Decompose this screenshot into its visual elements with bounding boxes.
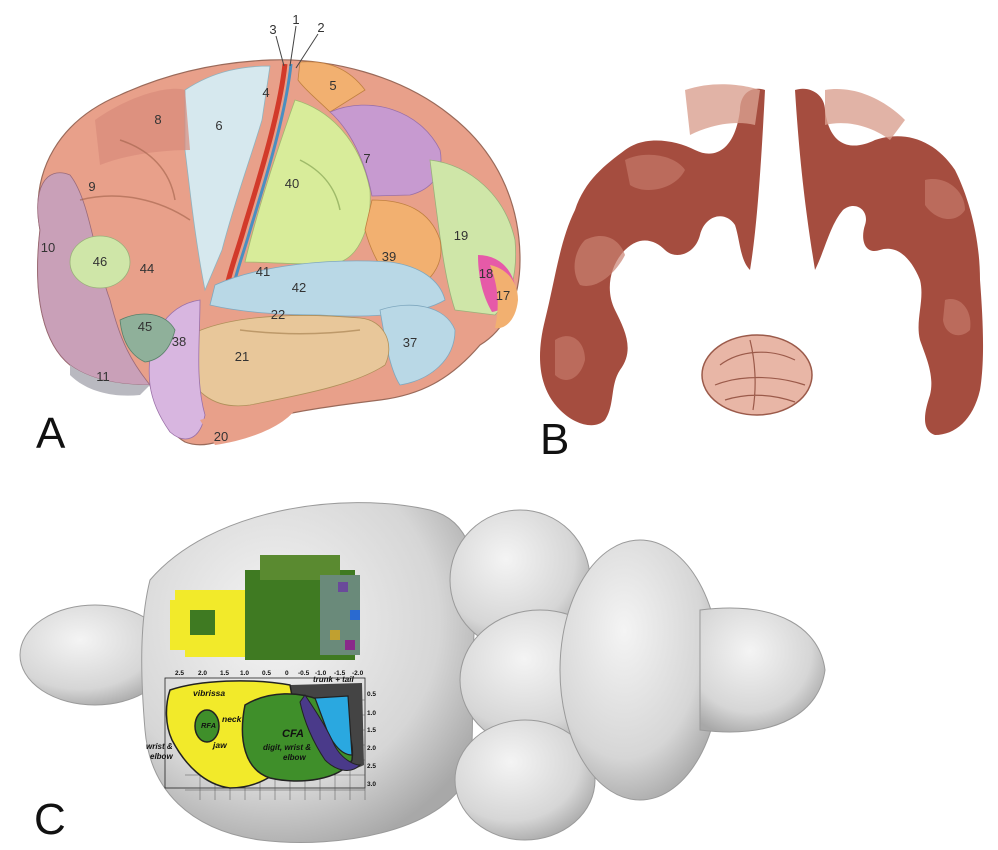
area-label-3: 3 bbox=[269, 22, 276, 37]
x-tick: -1.5 bbox=[334, 670, 346, 677]
x-tick: 1.0 bbox=[240, 670, 249, 677]
x-tick: 1.5 bbox=[220, 670, 229, 677]
y-tick: 2.5 bbox=[367, 763, 376, 770]
area-label-44: 44 bbox=[140, 261, 154, 276]
brodmann-brain-illustration: 1 2 3 4 5 6 7 8 9 10 11 17 18 19 20 21 2… bbox=[0, 0, 525, 470]
panel-label-b: B bbox=[540, 418, 569, 462]
area-label-37: 37 bbox=[403, 335, 417, 350]
label-cfa-sub: digit, wrist & bbox=[263, 743, 311, 752]
area-label-21: 21 bbox=[235, 349, 249, 364]
label-wrist-elbow-2: elbow bbox=[150, 752, 173, 761]
area-label-18: 18 bbox=[479, 266, 493, 281]
area-label-6: 6 bbox=[215, 118, 222, 133]
area-label-38: 38 bbox=[172, 334, 186, 349]
area-label-10: 10 bbox=[41, 240, 55, 255]
x-tick: -0.5 bbox=[298, 670, 310, 677]
area-label-2: 2 bbox=[317, 20, 324, 35]
area-label-42: 42 bbox=[292, 280, 306, 295]
coronal-cortex-illustration bbox=[525, 40, 998, 470]
area-label-20: 20 bbox=[214, 429, 228, 444]
label-rfa: RFA bbox=[201, 721, 216, 730]
area-label-4: 4 bbox=[262, 85, 269, 100]
label-cfa: CFA bbox=[282, 728, 304, 740]
area-label-9: 9 bbox=[88, 179, 95, 194]
area-label-41: 41 bbox=[256, 264, 270, 279]
area-label-5: 5 bbox=[329, 78, 336, 93]
x-tick: -1.0 bbox=[315, 670, 327, 677]
x-tick: 0.5 bbox=[262, 670, 271, 677]
small-brain-icon bbox=[702, 335, 812, 415]
x-tick: 2.0 bbox=[198, 670, 207, 677]
area-label-1: 1 bbox=[292, 12, 299, 27]
y-tick: 0.5 bbox=[367, 691, 376, 698]
area-label-39: 39 bbox=[382, 249, 396, 264]
x-tick: 0 bbox=[285, 670, 289, 677]
area-label-11: 11 bbox=[96, 369, 110, 384]
panel-b-coronal-cortex bbox=[525, 40, 998, 470]
y-tick: 1.5 bbox=[367, 727, 376, 734]
panel-c-rodent-motor-map: vibrissa neck RFA jaw CFA digit, wrist &… bbox=[0, 470, 998, 850]
area-label-45: 45 bbox=[138, 319, 152, 334]
y-tick: 3.0 bbox=[367, 781, 376, 788]
area-label-22: 22 bbox=[271, 307, 285, 322]
y-tick: 1.0 bbox=[367, 710, 376, 717]
label-wrist-elbow-1: wrist & bbox=[146, 742, 173, 751]
area-label-40: 40 bbox=[285, 176, 299, 191]
area-label-7: 7 bbox=[363, 151, 370, 166]
label-cfa-sub2: elbow bbox=[283, 753, 306, 762]
right-hemisphere-cortex bbox=[795, 89, 983, 435]
y-tick: 2.0 bbox=[367, 745, 376, 752]
panel-label-c: C bbox=[34, 798, 66, 842]
x-tick: 2.5 bbox=[175, 670, 184, 677]
area-label-17: 17 bbox=[496, 288, 510, 303]
label-neck: neck bbox=[222, 714, 243, 724]
x-tick: -2.0 bbox=[352, 670, 364, 677]
area-label-46: 46 bbox=[93, 254, 107, 269]
label-vibrissa: vibrissa bbox=[193, 688, 225, 698]
area-label-19: 19 bbox=[454, 228, 468, 243]
label-jaw: jaw bbox=[212, 740, 228, 750]
area-label-8: 8 bbox=[154, 112, 161, 127]
panel-label-a: A bbox=[36, 412, 65, 456]
rodent-brain-illustration: vibrissa neck RFA jaw CFA digit, wrist &… bbox=[0, 470, 998, 850]
panel-a-brodmann-brain: 1 2 3 4 5 6 7 8 9 10 11 17 18 19 20 21 2… bbox=[0, 0, 525, 470]
